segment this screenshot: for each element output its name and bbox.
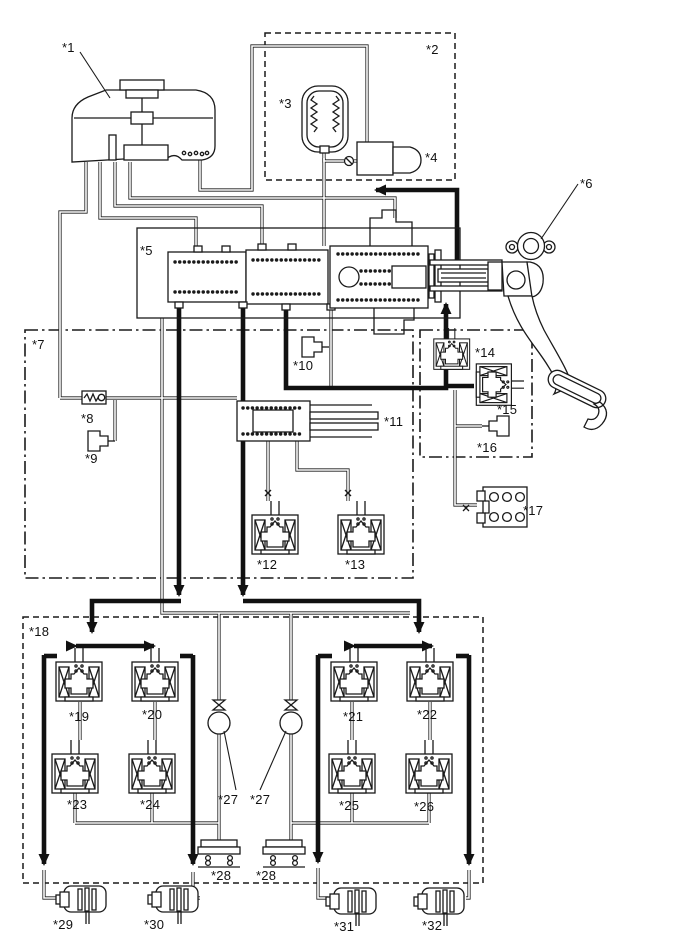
solenoid-valve-20	[131, 647, 179, 702]
callout-8: *8	[81, 411, 94, 426]
solenoid-valve-21	[330, 647, 378, 702]
callout-27a: *27	[218, 792, 239, 807]
callout-4: *4	[425, 150, 438, 165]
hydraulic-unit-boundary-box	[24, 329, 533, 579]
relief-valve	[81, 390, 107, 405]
pump-27-left	[207, 699, 237, 791]
callout-23: *23	[67, 797, 88, 812]
callout-9: *9	[85, 451, 98, 466]
pressure-sensor-10	[301, 336, 330, 358]
pump-motor	[343, 141, 422, 176]
callout-28b: *28	[256, 868, 277, 883]
reservoir-28-right	[262, 839, 306, 868]
solenoid-valve-19	[55, 647, 103, 702]
actuator-boundary-box	[22, 616, 484, 884]
callout-1: *1	[62, 40, 75, 55]
callout-17: *17	[523, 503, 544, 518]
pump-27-right	[259, 699, 303, 791]
pressure-sensor-9	[87, 430, 116, 452]
callout-3: *3	[279, 96, 292, 111]
callout-32: *32	[422, 918, 443, 933]
callout-24: *24	[140, 797, 161, 812]
solenoid-valve-12	[251, 500, 299, 555]
callout-22: *22	[417, 707, 438, 722]
master-cylinder-assembly	[136, 209, 503, 335]
callout-2: *2	[426, 42, 439, 57]
solenoid-valve-25	[328, 739, 376, 794]
bold-circuit-lines	[38, 184, 475, 866]
connector-block	[462, 486, 528, 528]
orifice-marks	[264, 489, 352, 497]
regulator	[236, 400, 379, 442]
callout-11: *11	[384, 414, 404, 429]
callout-28a: *28	[211, 868, 232, 883]
solenoid-valve-23	[51, 739, 99, 794]
solenoid-valve-14	[433, 327, 471, 370]
brake-fluid-reservoir	[71, 51, 216, 163]
callout-29: *29	[53, 917, 74, 932]
callout-27b: *27	[250, 792, 271, 807]
pressure-sensor-16	[481, 415, 510, 437]
hydraulic-lines	[42, 44, 482, 900]
callout-14: *14	[475, 345, 496, 360]
callout-13: *13	[345, 557, 366, 572]
callout-26: *26	[414, 799, 435, 814]
solenoid-valve-15	[475, 363, 525, 406]
reservoir-28-left	[197, 839, 241, 868]
callout-12: *12	[257, 557, 278, 572]
callout-5: *5	[140, 243, 153, 258]
callout-7: *7	[32, 337, 45, 352]
accumulator	[301, 85, 349, 154]
callout-10: *10	[293, 358, 314, 373]
solenoid-valve-22	[406, 647, 454, 702]
callout-25: *25	[339, 798, 360, 813]
brake-pedal	[501, 183, 608, 431]
callout-30: *30	[144, 917, 165, 932]
callout-31: *31	[334, 919, 355, 934]
solenoid-valve-26	[405, 739, 453, 794]
callout-16: *16	[477, 440, 498, 455]
callout-21: *21	[343, 709, 364, 724]
callout-20: *20	[142, 707, 163, 722]
callout-19: *19	[69, 709, 90, 724]
callout-15: *15	[497, 402, 518, 417]
solenoid-valve-13	[337, 500, 385, 555]
callout-6: *6	[580, 176, 593, 191]
callout-18: *18	[29, 624, 50, 639]
solenoid-valve-24	[128, 739, 176, 794]
pump-unit-boundary-box	[264, 32, 456, 181]
